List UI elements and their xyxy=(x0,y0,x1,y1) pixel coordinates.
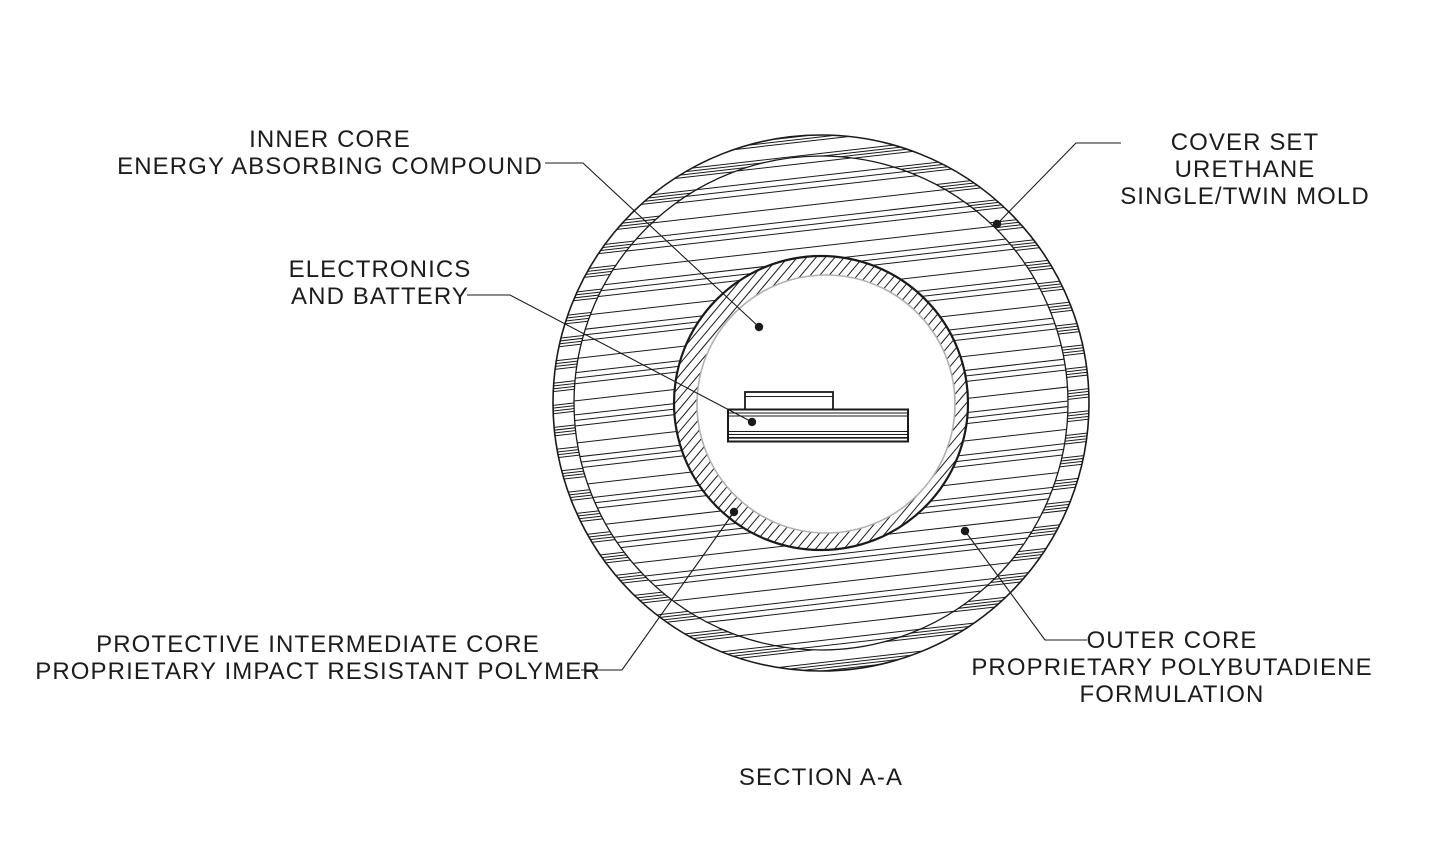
intermediate-core-label: PROTECTIVE INTERMEDIATE CORE PROPRIETARY… xyxy=(35,631,601,685)
hatch-line xyxy=(776,326,968,550)
hatch-line xyxy=(553,135,1074,171)
section-title: SECTION A-A xyxy=(738,764,904,791)
electronics-label-line2: AND BATTERY xyxy=(291,283,469,310)
hatch-line xyxy=(574,229,1068,295)
cover-inner-circle xyxy=(573,155,1069,651)
hatch-line xyxy=(574,437,1068,504)
outer-core-callout-dot xyxy=(960,526,970,536)
hatch-line xyxy=(553,254,1089,321)
intermediate-core-leader-line xyxy=(581,511,735,671)
hatch-line xyxy=(765,317,968,550)
hatch-line xyxy=(553,135,1075,176)
hatch-line xyxy=(674,256,832,452)
battery-board-rect xyxy=(727,408,909,443)
hatch-line xyxy=(553,257,1089,324)
outer-core-label-line2: PROPRIETARY POLYBUTADIENE xyxy=(971,654,1373,681)
hatch-line xyxy=(553,148,1079,214)
inner-core-boundary-circle xyxy=(696,274,956,534)
cover-outer-circle xyxy=(552,134,1090,672)
hatch-line xyxy=(574,562,1068,629)
hatch-line xyxy=(553,285,1089,351)
hatch-line xyxy=(574,281,1068,348)
hatch-line xyxy=(674,256,893,503)
hatch-line xyxy=(553,328,1089,395)
inner-core-callout-dot xyxy=(754,322,764,332)
hatch-line xyxy=(574,270,1068,337)
hatch-line xyxy=(787,335,968,550)
hatch-line xyxy=(553,260,1089,327)
outer-core-label: OUTER CORE PROPRIETARY POLYBUTADIENE FOR… xyxy=(971,627,1372,708)
hatch-line xyxy=(574,198,1068,264)
inner-core-label-line1: INNER CORE xyxy=(249,126,411,153)
cover-set-label-line3: SINGLE/TWIN MOLD xyxy=(1120,183,1370,210)
outer-core-label-line1: OUTER CORE xyxy=(1086,627,1258,654)
electronics-assembly xyxy=(727,391,909,443)
hatch-line xyxy=(553,473,1089,540)
hatch-line xyxy=(553,282,1089,348)
callout-leaders xyxy=(467,142,1121,671)
hatch-line xyxy=(553,432,1089,499)
hatch-line xyxy=(553,454,1089,521)
hatch-line xyxy=(674,256,876,489)
cover-set-leader-line xyxy=(996,142,1121,225)
hatch-line xyxy=(553,307,1089,373)
hatch-line xyxy=(574,323,1068,390)
hatch-line xyxy=(574,156,1068,198)
hatch-line xyxy=(574,240,1068,306)
hatch-line xyxy=(674,256,838,457)
hatch-line xyxy=(793,340,968,550)
hatch-line xyxy=(574,448,1068,515)
hatch-line xyxy=(574,156,1068,181)
cover-set-label-line1: COVER SET xyxy=(1170,129,1320,156)
outer-core-leader-line xyxy=(964,530,1087,641)
electronics-leader-line xyxy=(467,294,753,423)
inner-core-leader-line xyxy=(545,162,760,328)
intermediate-core-callout-dot xyxy=(729,507,739,517)
inner-core-label: INNER CORE ENERGY ABSORBING COMPOUND xyxy=(117,126,543,180)
intermediate-core-outer-circle xyxy=(672,254,970,552)
cover-set-label: COVER SET URETHANE SINGLE/TWIN MOLD xyxy=(1120,129,1370,210)
hatch-line xyxy=(553,135,1075,174)
cover-set-label-line2: URETHANE xyxy=(1174,156,1316,183)
hatch-line xyxy=(574,215,1068,281)
hatch-line xyxy=(574,479,1068,546)
hatch-line xyxy=(574,312,1068,379)
hatch-line xyxy=(798,344,968,550)
inner-core-label-line2: ENERGY ABSORBING COMPOUND xyxy=(117,153,543,180)
electronics-label: ELECTRONICS AND BATTERY xyxy=(289,256,472,310)
outer-core-label-line3: FORMULATION xyxy=(1079,681,1265,708)
hatch-line xyxy=(674,256,827,448)
board-layer-lines xyxy=(728,412,908,439)
hatch-line xyxy=(574,521,1068,587)
cover-set-callout-dot xyxy=(992,219,1002,229)
electronics-callout-dot xyxy=(747,417,757,427)
intermediate-core-label-line2: PROPRIETARY IMPACT RESISTANT POLYMER xyxy=(35,658,601,685)
hatch-line xyxy=(574,156,1068,223)
hatch-line xyxy=(674,256,887,498)
hatch-line xyxy=(574,490,1068,556)
hatch-line xyxy=(815,358,968,550)
electronics-label-line1: ELECTRONICS xyxy=(288,256,472,283)
intermediate-core-label-line1: PROTECTIVE INTERMEDIATE CORE xyxy=(96,631,540,658)
chip-module-rect xyxy=(744,391,834,411)
